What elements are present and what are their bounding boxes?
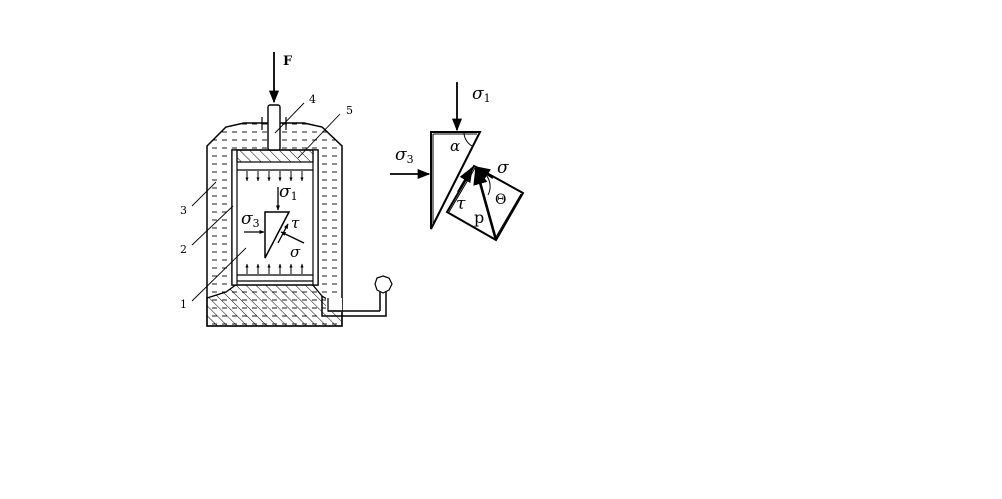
specimen-stress-element xyxy=(264,211,291,259)
sigma3-sub: 3 xyxy=(253,217,260,230)
right-sigma1-label: σ xyxy=(472,84,484,104)
part-4-label: 4 xyxy=(309,93,316,106)
membrane-left xyxy=(231,149,238,286)
top-cap xyxy=(236,149,314,163)
right-sigma-label: σ xyxy=(497,158,509,178)
svg-text:σ1: σ1 xyxy=(279,182,298,203)
part-3-label: 3 xyxy=(180,204,187,217)
svg-text:σ1: σ1 xyxy=(472,84,491,105)
tau-label: τ xyxy=(291,214,300,232)
sigma1-label: σ xyxy=(279,182,291,202)
sigma1-sub: 1 xyxy=(291,190,298,203)
sigma-label: σ xyxy=(290,243,301,261)
top-pressure-arrows xyxy=(245,171,304,182)
svg-text:σ3: σ3 xyxy=(395,145,414,166)
theta-label: Θ xyxy=(495,192,506,208)
svg-text:σ3: σ3 xyxy=(241,209,260,230)
part-2-label: 2 xyxy=(180,243,187,256)
membrane-right xyxy=(312,149,319,286)
right-sigma3-sub: 3 xyxy=(407,153,414,166)
resultant-p-arrow xyxy=(473,166,498,241)
right-tau-arrow xyxy=(457,166,473,193)
right-sigma1-sub: 1 xyxy=(484,92,491,105)
triangular-element xyxy=(430,131,482,230)
p-label: p xyxy=(474,208,484,227)
alpha-label: α xyxy=(450,137,460,155)
pressure-gauge-icon xyxy=(374,275,393,294)
loading-piston xyxy=(267,104,281,151)
force-label: F xyxy=(283,54,293,69)
stress-element-diagram: α σ1 σ3 σ τ p Θ xyxy=(390,82,525,242)
right-tau-label: τ xyxy=(456,194,466,214)
part-1-label: 1 xyxy=(180,298,187,311)
right-sigma-arrow xyxy=(474,166,494,180)
sigma-arrow xyxy=(280,231,305,244)
triaxial-cell: F σ1 σ3 τ σ 4 xyxy=(180,52,393,327)
part-5-label: 5 xyxy=(346,104,353,117)
pressure-line xyxy=(321,292,387,317)
right-sigma3-label: σ xyxy=(395,145,407,165)
sigma3-label: σ xyxy=(241,209,253,229)
bottom-pressure-arrows xyxy=(245,263,304,274)
